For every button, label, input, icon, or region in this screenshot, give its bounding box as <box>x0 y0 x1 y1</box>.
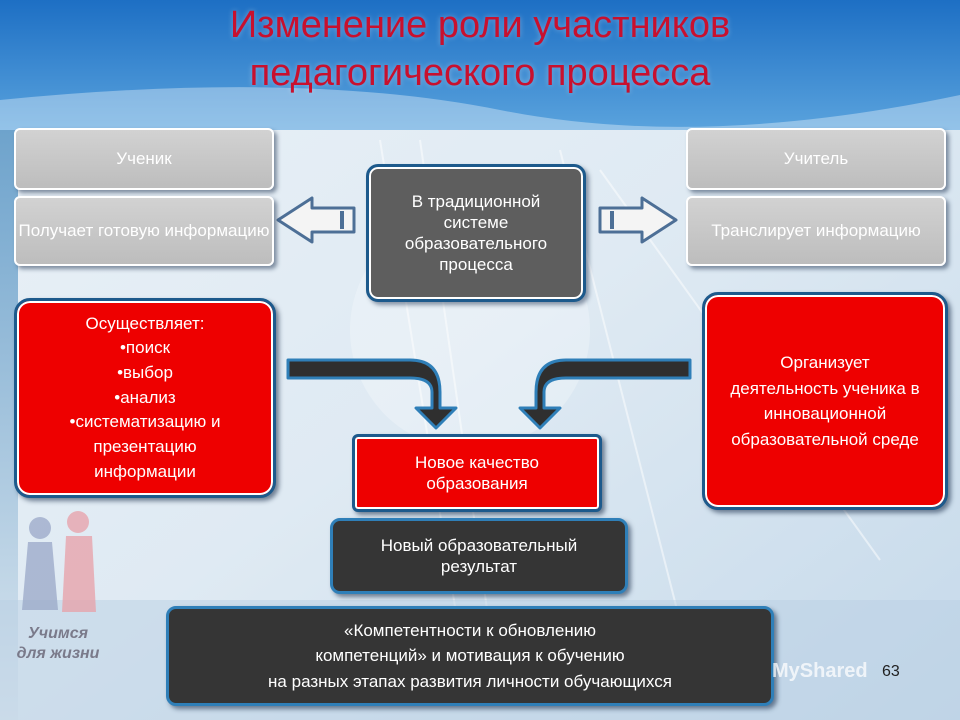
slide-title-line2: педагогического процесса <box>249 52 711 94</box>
logo-line1: Учимся <box>27 625 89 642</box>
teacher-traditional-box: Транслирует информацию <box>686 196 946 266</box>
logo: Учимся для жизни <box>4 624 112 664</box>
student-new-role-box: Осуществляет: •поиск •выбор •анализ •сис… <box>14 298 276 498</box>
teacher-new-role-box: Организует деятельность ученика в иннова… <box>702 292 948 510</box>
competence-line1: «Компетентности к обновлению <box>343 620 596 640</box>
list-item: •систематизацию и <box>69 412 221 432</box>
teacher-header-box: Учитель <box>686 128 946 190</box>
curved-arrow-down-left-icon <box>518 358 692 430</box>
arrow-left-icon <box>276 196 356 244</box>
competence-line3: на разных этапах развития личности обуча… <box>268 671 672 691</box>
list-item: •выбор <box>117 363 173 383</box>
watermark: MyShared <box>772 660 868 682</box>
competence-line2: компетенций» и мотивация к обучению <box>315 646 625 666</box>
list-item: презентацию <box>93 436 197 456</box>
student-traditional-box: Получает готовую информацию <box>14 196 274 266</box>
slide-title-line1: Изменение роли участников <box>229 4 731 46</box>
list-item: информации <box>94 461 196 481</box>
new-quality-box: Новое качество образования <box>352 434 602 512</box>
list-item: •анализ <box>114 387 176 407</box>
logo-line2: для жизни <box>16 645 100 662</box>
curved-arrow-down-right-icon <box>286 358 458 430</box>
competence-box: «Компетентности к обновлению компетенций… <box>166 606 774 706</box>
arrow-right-icon <box>598 196 678 244</box>
people-silhouette-icon <box>22 511 96 612</box>
page-number: 63 <box>882 663 900 680</box>
new-result-box: Новый образовательный результат <box>330 518 628 594</box>
traditional-system-box: В традиционной системе образовательного … <box>366 164 586 302</box>
student-header-box: Ученик <box>14 128 274 190</box>
student-new-role-heading: Осуществляет: <box>85 313 205 333</box>
list-item: •поиск <box>119 338 171 358</box>
